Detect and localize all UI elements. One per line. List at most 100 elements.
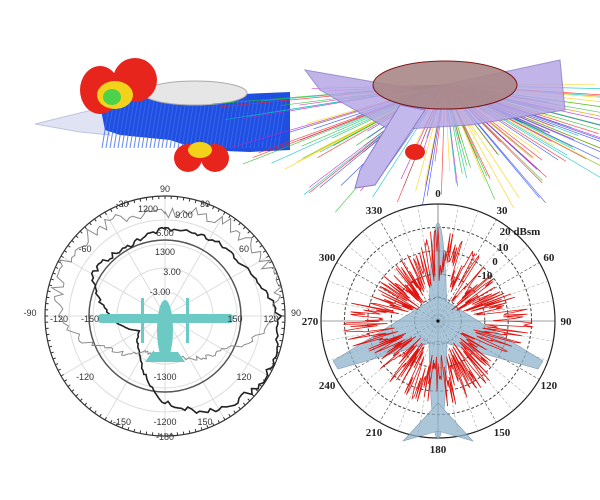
radial-label: 20 dBsm (500, 226, 541, 238)
tick (57, 368, 61, 371)
tick (255, 240, 259, 243)
grid-spoke (437, 320, 479, 432)
wing-mesh-line (129, 99, 139, 149)
rcs-series (342, 227, 534, 407)
tick (50, 278, 54, 281)
wing-mesh-line (197, 99, 207, 149)
wing-mesh-line (117, 99, 127, 149)
grid-spoke (437, 280, 549, 322)
tick (242, 226, 246, 230)
wing-mesh-line (265, 99, 275, 149)
tick (276, 278, 280, 281)
center-dot (436, 319, 440, 323)
inner-label: 120 (263, 314, 278, 324)
tick (133, 428, 136, 433)
wing-mesh-line (161, 99, 171, 149)
tick (212, 422, 215, 426)
plane-boom (141, 298, 144, 343)
tick (94, 218, 97, 222)
tick (99, 413, 102, 417)
tick (50, 351, 54, 354)
tick (206, 425, 209, 429)
wing-mesh-line (221, 99, 231, 149)
antenna-lobe-lower (174, 142, 229, 172)
wing-mesh-line (205, 99, 215, 149)
wing-mesh-line (185, 99, 195, 149)
angle-label: 0 (435, 188, 441, 200)
wing-mesh-line (225, 99, 235, 149)
tick (84, 402, 88, 406)
tick (247, 230, 251, 234)
radial-label: 0 (492, 256, 498, 268)
grid-spoke (348, 320, 439, 397)
tick (48, 345, 53, 348)
wing-mesh-line (157, 99, 167, 149)
tick (104, 417, 107, 421)
tick (200, 427, 203, 431)
wing-mesh-line (249, 99, 259, 149)
wing-mesh-line (237, 99, 247, 149)
radial-label: 6.00 (156, 228, 174, 238)
wing-mesh-line (217, 99, 227, 149)
tick (79, 398, 83, 402)
tick (242, 402, 246, 406)
wing-mesh-line (149, 99, 159, 149)
radial-label: -3.00 (150, 287, 171, 297)
tick (133, 199, 136, 204)
tick (48, 284, 53, 287)
plane-tail (145, 352, 185, 362)
angle-label: 30 (200, 199, 210, 209)
tick (75, 235, 79, 239)
wing-mesh-line (153, 99, 163, 149)
tick (89, 222, 92, 226)
angle-label: -60 (78, 244, 91, 254)
radial-label: -1200 (153, 417, 176, 427)
angle-label: 30 (497, 205, 509, 217)
plane-fuselage (157, 300, 173, 360)
tick (75, 393, 79, 397)
tick (67, 245, 71, 248)
radial-label: 1200 (138, 204, 158, 214)
tick (279, 339, 283, 342)
angle-label: 120 (541, 380, 558, 392)
angle-label: 210 (366, 427, 383, 439)
aircraft-fuselage (354, 104, 426, 189)
wing-mesh-line (141, 99, 151, 149)
wing-mesh-line (193, 99, 203, 149)
tick (206, 203, 209, 207)
tick (52, 272, 56, 275)
tick (238, 406, 241, 410)
wing-mesh-line (233, 99, 243, 149)
grid-spoke (104, 211, 166, 317)
tick (194, 199, 197, 204)
grid-spoke (348, 245, 439, 322)
angle-label: 90 (291, 308, 301, 318)
tick (259, 245, 263, 248)
tick (269, 261, 273, 264)
grid-spoke (437, 320, 497, 423)
tick (233, 410, 236, 414)
wing-mesh-line (173, 99, 183, 149)
tick (188, 430, 191, 434)
angle-label: 270 (302, 316, 319, 328)
grid-spoke (437, 210, 479, 322)
wing-mesh-line (213, 99, 223, 149)
wing-mesh-line (245, 99, 255, 149)
tick (47, 290, 51, 293)
tick (277, 345, 282, 348)
grid-spoke (437, 320, 528, 397)
grid-spoke (437, 219, 497, 322)
tick (127, 201, 130, 205)
grid-spoke (336, 262, 439, 322)
wing-mesh-line (177, 99, 187, 149)
wing-mesh-line (169, 99, 179, 149)
tick (255, 389, 259, 392)
radial-label: 1300 (155, 247, 175, 257)
inner-ring (88, 239, 242, 393)
tick (139, 198, 142, 202)
angle-label: 150 (494, 427, 511, 439)
tick (262, 250, 266, 253)
grid-spoke (379, 219, 439, 322)
tick (259, 384, 263, 387)
